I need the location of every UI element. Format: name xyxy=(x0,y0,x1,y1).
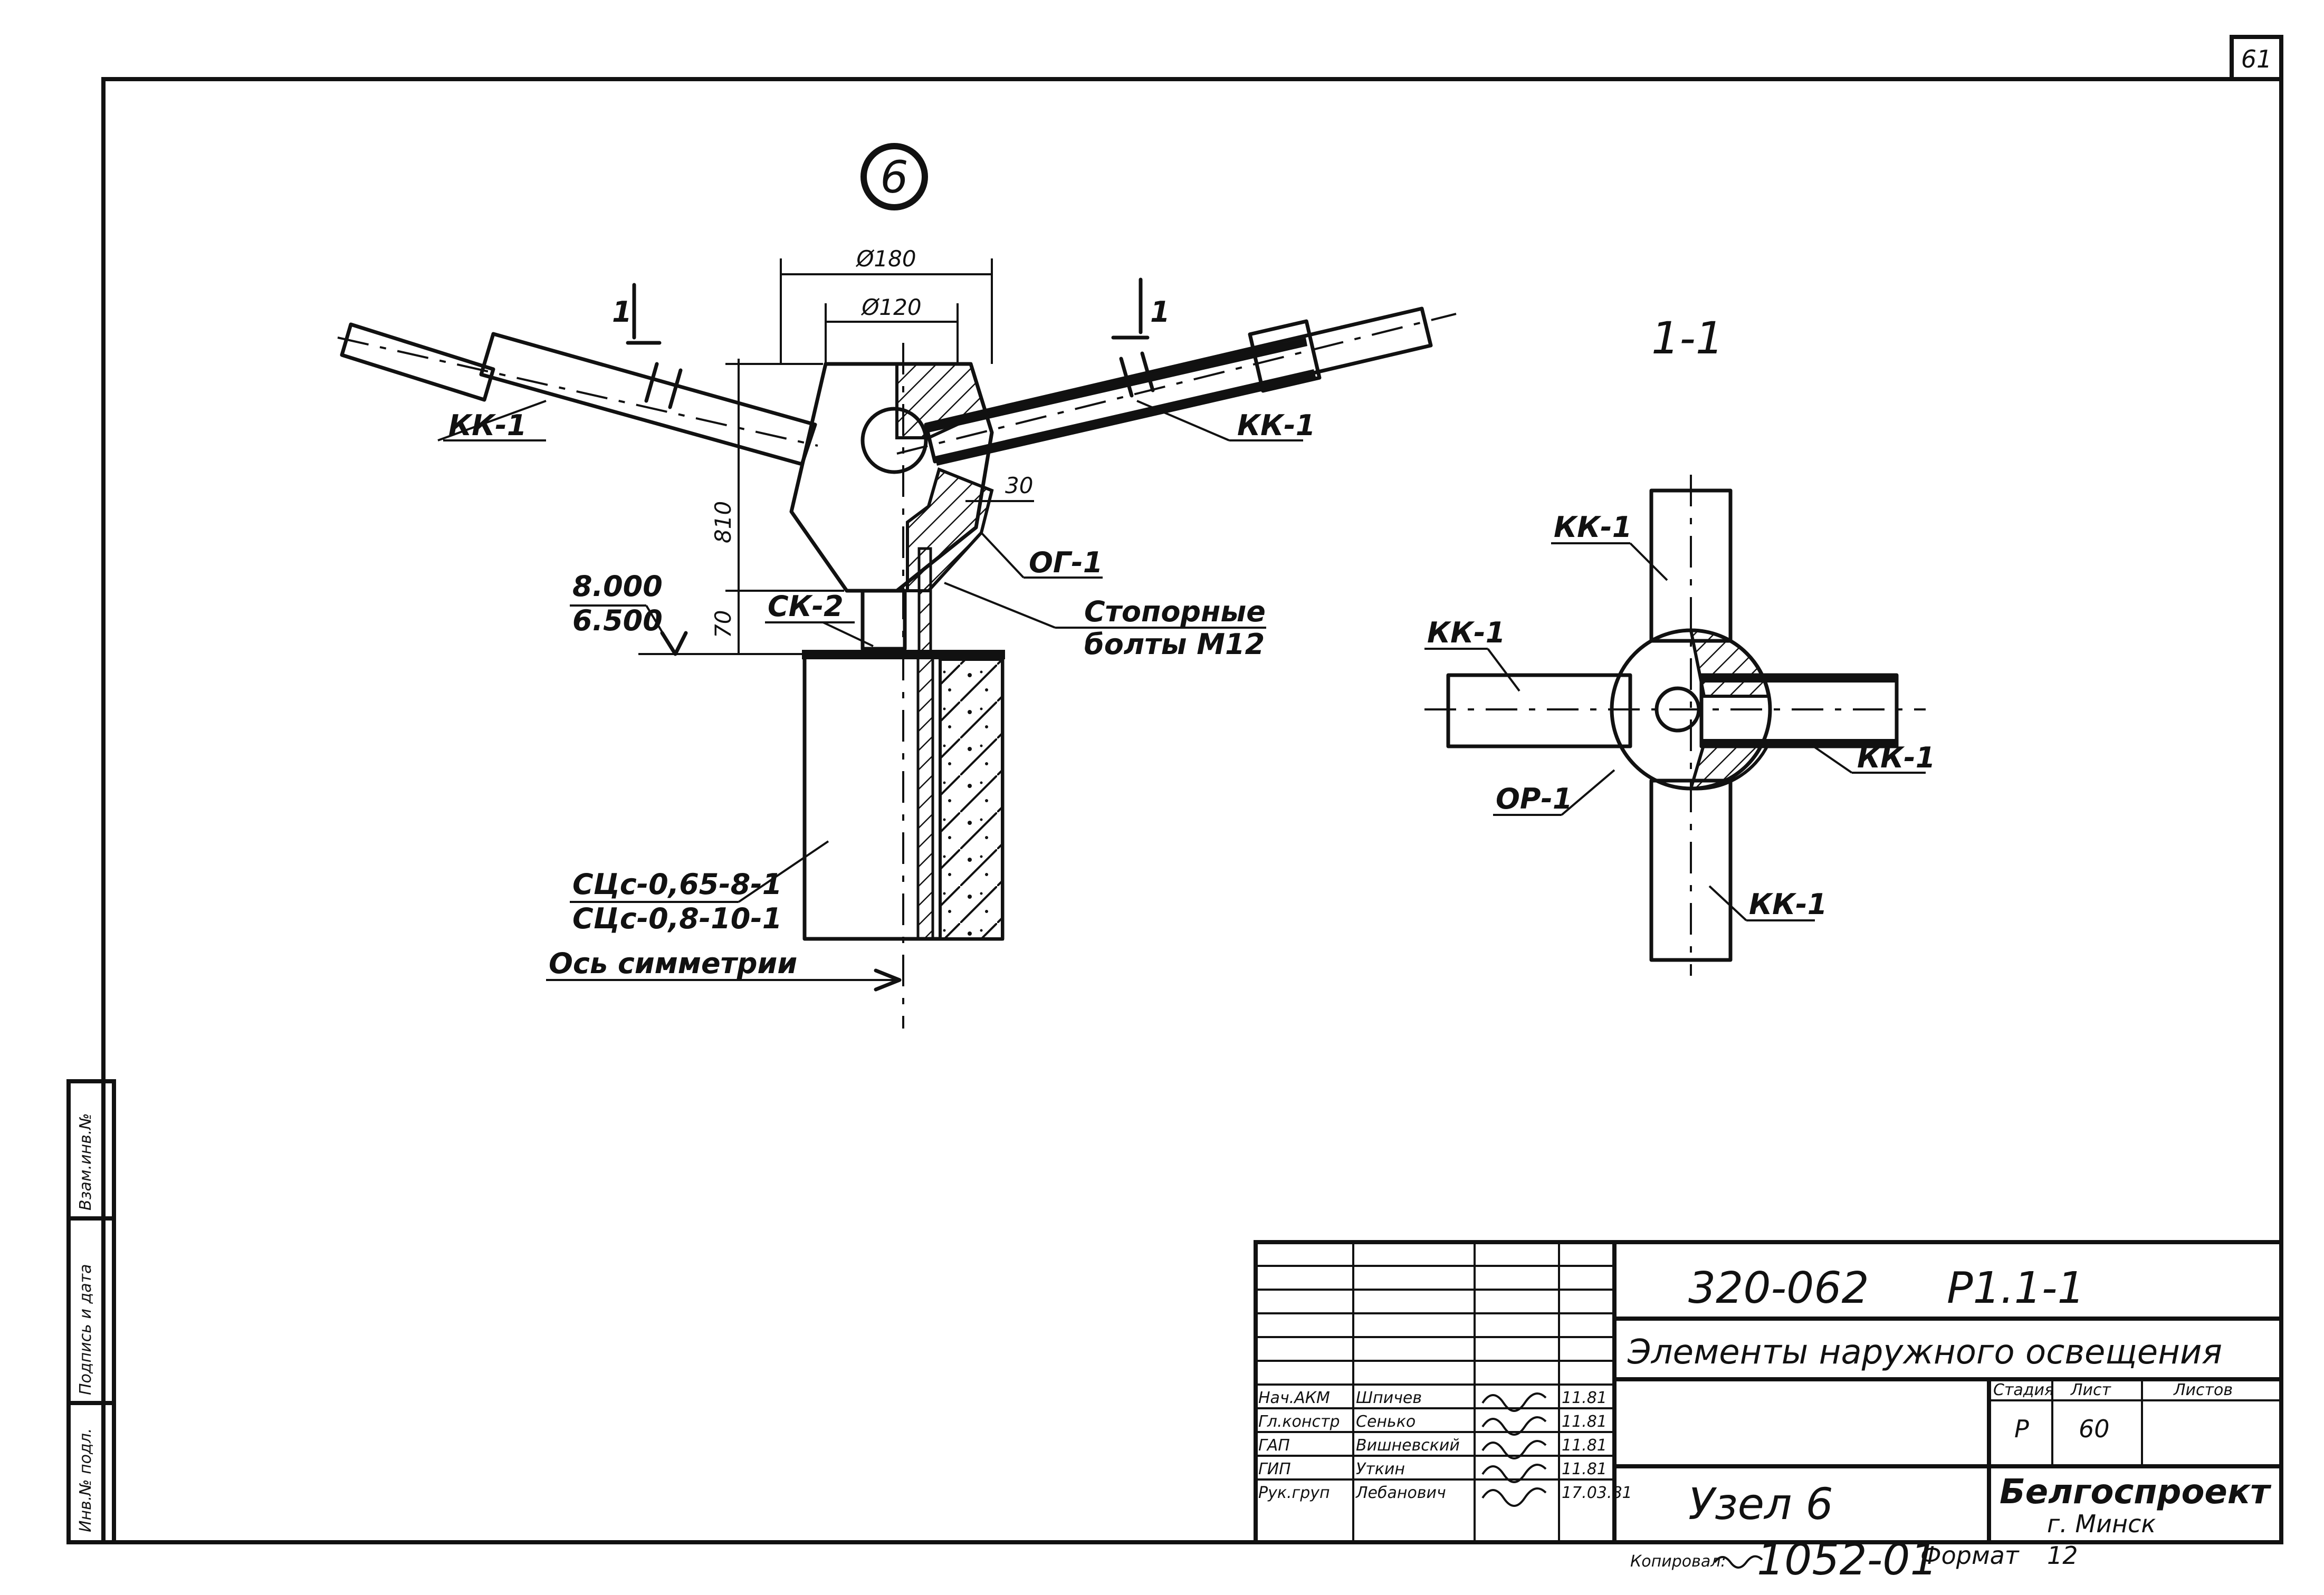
node-marker: 6 xyxy=(860,143,928,210)
drawing-title: Узел 6 xyxy=(1688,1479,1833,1530)
stamp-inv-original: Инв.№ подл. xyxy=(76,1428,95,1532)
svg-text:Уткин: Уткин xyxy=(1356,1460,1405,1478)
tenon-sk2 xyxy=(860,547,932,656)
inventory-number: 1052-01 xyxy=(1757,1535,1938,1585)
elevation-view: Ø180 Ø120 810 70 30 1 xyxy=(337,246,1457,1029)
svg-text:СЦс-0,65-8-1: СЦс-0,65-8-1 xyxy=(572,868,782,901)
project-title: Элементы наружного освещения xyxy=(1627,1333,2222,1372)
organization: Белгоспроект xyxy=(2000,1473,2272,1512)
doc-code: 320-062 xyxy=(1688,1263,1869,1313)
sheet-header: Лист xyxy=(2070,1381,2112,1399)
dimension-d120: Ø120 xyxy=(825,294,959,364)
section-view: 1-1 КК-1 КК-1 КК xyxy=(1424,312,1935,976)
label-symmetry-axis: Ось симметрии xyxy=(546,947,902,992)
stamp-signature-date: Подпись и дата xyxy=(76,1264,95,1396)
svg-text:8.000: 8.000 xyxy=(572,570,663,603)
signatures xyxy=(1481,1392,1547,1507)
head-body xyxy=(789,362,994,593)
stage-value: Р xyxy=(2014,1415,2029,1443)
stage-header: Стадия xyxy=(1993,1381,2054,1399)
svg-text:Шпичев: Шпичев xyxy=(1356,1389,1422,1407)
svg-text:17.03.81: 17.03.81 xyxy=(1562,1484,1632,1502)
format-value: 12 xyxy=(2047,1541,2078,1570)
section-label-kk1-top: КК-1 xyxy=(1551,511,1668,581)
svg-text:КК-1: КК-1 xyxy=(1554,511,1632,544)
section-mark-right: 1 xyxy=(1111,277,1170,340)
dimension-chamfer: 30 xyxy=(965,473,1034,502)
label-kk1-right: КК-1 xyxy=(1136,400,1315,442)
staff-row: Гл.констр Сенько 11.81 xyxy=(1258,1413,1607,1431)
svg-text:ГАП: ГАП xyxy=(1258,1436,1290,1455)
svg-text:болты М12: болты М12 xyxy=(1084,628,1265,661)
svg-text:Ось симметрии: Ось симметрии xyxy=(549,947,797,980)
svg-text:1: 1 xyxy=(612,295,632,329)
svg-text:СЦс-0,8-10-1: СЦс-0,8-10-1 xyxy=(572,902,782,935)
svg-text:6: 6 xyxy=(880,151,908,203)
svg-text:ГИП: ГИП xyxy=(1258,1460,1291,1478)
staff-row: Нач.АКМ Шпичев 11.81 xyxy=(1258,1389,1607,1407)
dimension-height: 810 70 xyxy=(710,359,844,655)
copy-note: Копировал: 1052-01 Формат 12 xyxy=(1630,1535,2078,1585)
label-bolts: Стопорные болты М12 xyxy=(944,582,1266,661)
svg-text:КК-1: КК-1 xyxy=(1427,616,1505,649)
svg-text:КК-1: КК-1 xyxy=(1237,409,1315,442)
svg-text:11.81: 11.81 xyxy=(1562,1436,1607,1455)
section-label-kk1-right: КК-1 xyxy=(1809,741,1935,774)
svg-text:Ø180: Ø180 xyxy=(855,246,916,272)
svg-text:6.500: 6.500 xyxy=(572,604,663,637)
format-label: Формат xyxy=(1920,1541,2020,1570)
level-mark: 8.000 6.500 xyxy=(570,570,802,656)
svg-text:810: 810 xyxy=(710,501,736,543)
city: г. Минск xyxy=(2047,1510,2156,1538)
svg-text:КК-1: КК-1 xyxy=(1857,741,1935,774)
svg-text:Гл.констр: Гл.констр xyxy=(1258,1413,1340,1431)
svg-text:Рук.груп: Рук.груп xyxy=(1258,1484,1330,1502)
label-og1: ОГ-1 xyxy=(980,532,1103,579)
drawing-frame xyxy=(101,77,2283,1544)
sheets-header: Листов xyxy=(2173,1381,2233,1399)
section-mark-left: 1 xyxy=(612,283,662,345)
stamp-replacement-inv: Взам.инв.№ xyxy=(76,1113,95,1210)
section-label-kk1-left: КК-1 xyxy=(1424,616,1520,692)
page-number: 61 xyxy=(2241,45,2272,73)
svg-text:30: 30 xyxy=(1005,473,1033,498)
title-block: 320-062 Р1.1-1 Элементы наружного освеще… xyxy=(1254,1240,2283,1544)
staff-row: ГИП Уткин 11.81 xyxy=(1258,1460,1607,1478)
svg-text:Ø120: Ø120 xyxy=(860,294,921,320)
svg-text:Стопорные: Стопорные xyxy=(1084,595,1266,628)
pole xyxy=(802,650,1005,941)
staff-row: Рук.груп Лебанович 17.03.81 xyxy=(1258,1484,1632,1502)
section-title: 1-1 xyxy=(1651,312,1724,364)
label-sk2: СК-2 xyxy=(765,590,874,647)
section-label-kk1-bottom: КК-1 xyxy=(1708,885,1827,921)
svg-text:Лебанович: Лебанович xyxy=(1355,1484,1446,1502)
sheet-value: 60 xyxy=(2079,1415,2110,1443)
staff-row: ГАП Вишневский 11.81 xyxy=(1258,1436,1607,1455)
svg-text:КК-1: КК-1 xyxy=(1749,888,1827,921)
svg-text:11.81: 11.81 xyxy=(1562,1460,1607,1478)
svg-text:70: 70 xyxy=(710,610,736,638)
dimension-d180: Ø180 xyxy=(780,246,993,364)
label-kk1-left: КК-1 xyxy=(437,400,547,442)
svg-text:КК-1: КК-1 xyxy=(448,409,527,442)
svg-text:1: 1 xyxy=(1150,295,1170,329)
svg-text:Вишневский: Вишневский xyxy=(1356,1436,1460,1455)
svg-text:Сенько: Сенько xyxy=(1356,1413,1416,1431)
svg-text:11.81: 11.81 xyxy=(1562,1413,1607,1431)
section-arm-left xyxy=(1446,673,1632,748)
svg-text:Нач.АКМ: Нач.АКМ xyxy=(1258,1389,1330,1407)
copied-label: Копировал: xyxy=(1630,1552,1726,1571)
svg-text:СК-2: СК-2 xyxy=(768,590,844,623)
label-pole: СЦс-0,65-8-1 СЦс-0,8-10-1 xyxy=(570,840,829,935)
right-arm xyxy=(896,306,1457,466)
svg-text:ОГ-1: ОГ-1 xyxy=(1029,546,1103,579)
page-number-box: 61 xyxy=(2230,35,2283,81)
sheet-code: Р1.1-1 xyxy=(1947,1263,2085,1313)
section-label-or1: ОР-1 xyxy=(1493,769,1615,816)
svg-text:11.81: 11.81 xyxy=(1562,1389,1607,1407)
svg-text:ОР-1: ОР-1 xyxy=(1496,782,1572,815)
side-stamp: Инв.№ подл. Подпись и дата Взам.инв.№ xyxy=(66,1079,116,1544)
left-arm xyxy=(337,322,818,466)
